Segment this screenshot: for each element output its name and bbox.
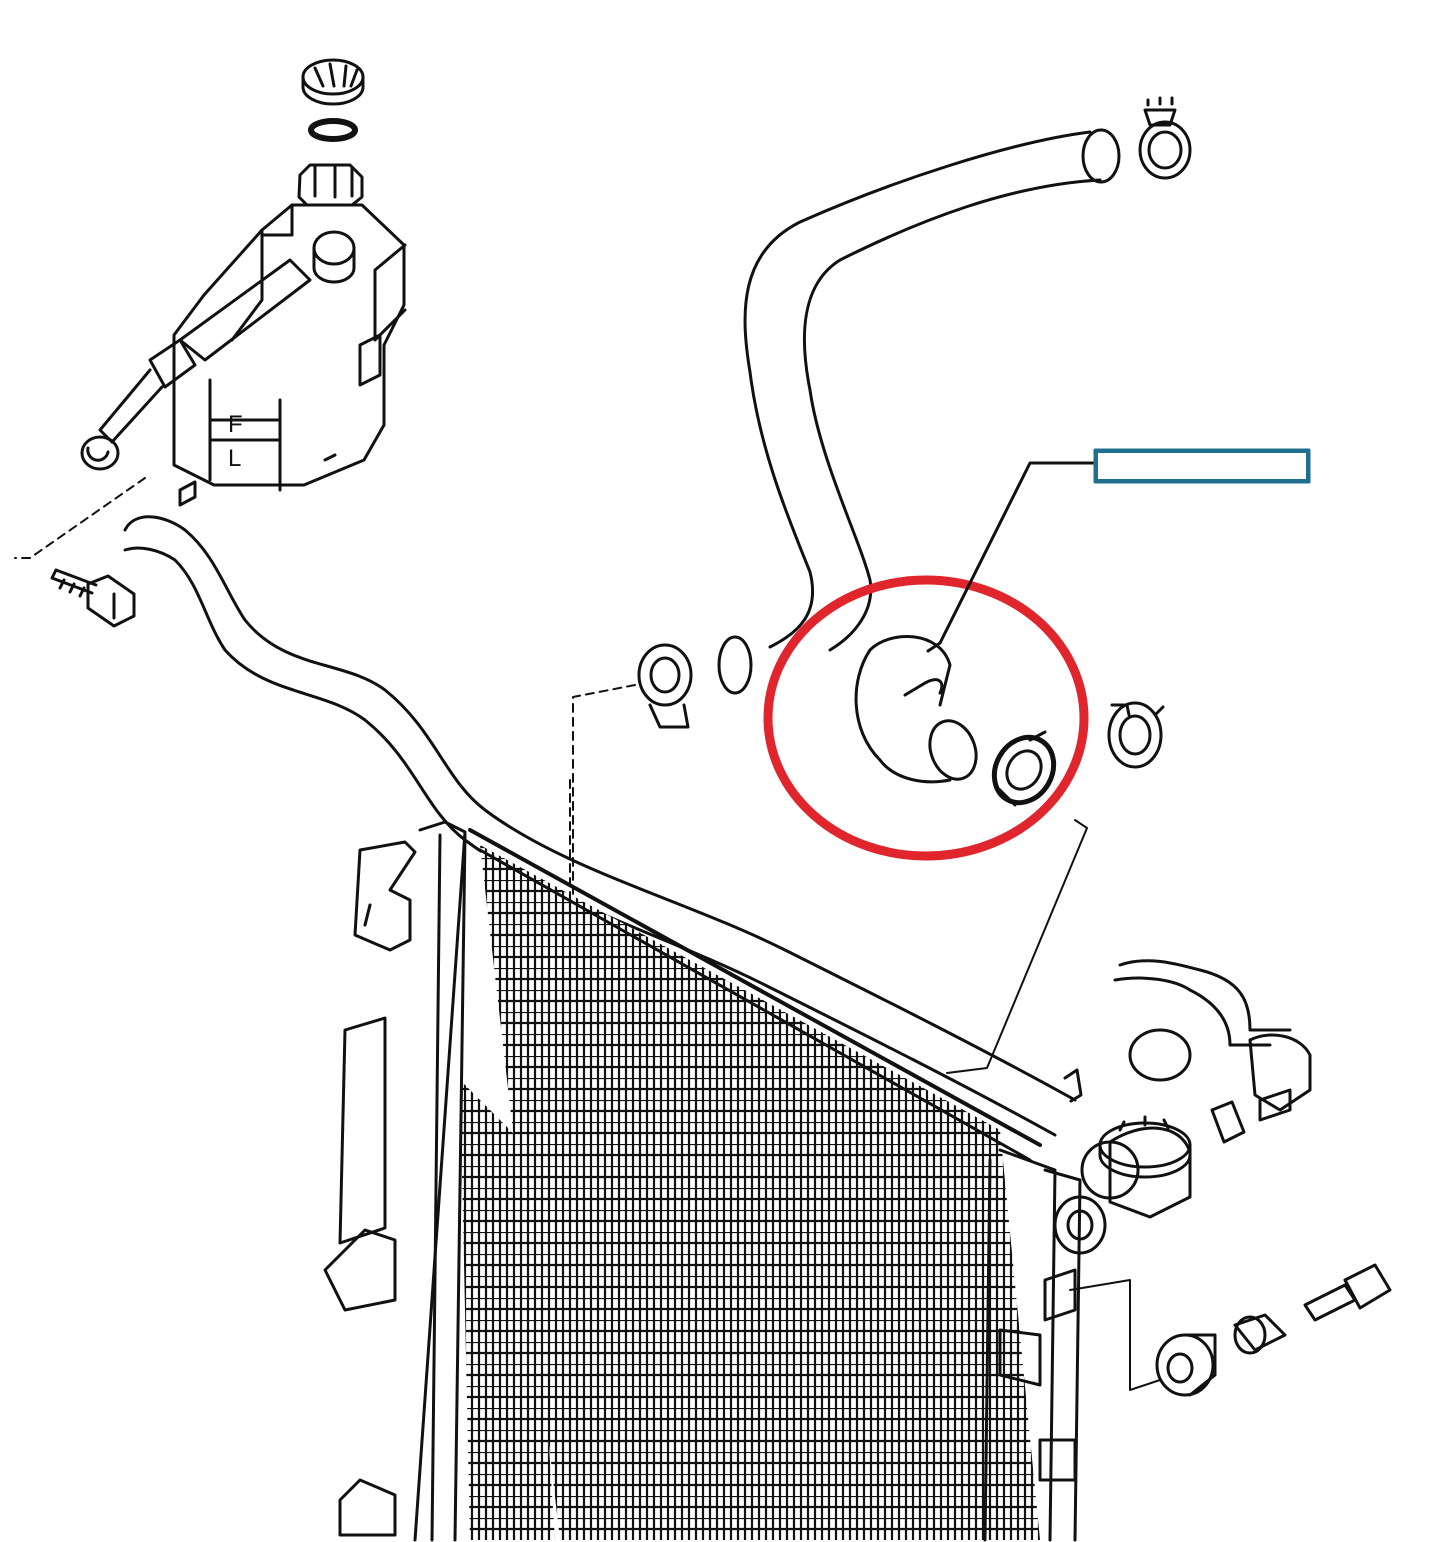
radiator-upper-hose <box>717 128 1121 695</box>
drain-cock <box>1113 959 1312 1144</box>
reservoir-cap <box>301 58 365 106</box>
reservoir-overflow-hose <box>123 515 1083 1137</box>
clamp-leader-line-right <box>946 819 1088 1074</box>
hose-clamp-right <box>1107 701 1165 769</box>
radiator-right-tank <box>983 1148 1082 1542</box>
part-number-callout <box>1095 450 1309 482</box>
hose-clamp-left <box>637 643 693 729</box>
radiator-support-cushion <box>1155 1263 1392 1397</box>
radiator-elbow-hose <box>854 635 978 784</box>
radiator-core <box>460 828 1042 1540</box>
clamp-leader-line-left <box>572 684 636 1458</box>
elbow-hose-clamp <box>991 730 1057 807</box>
reservoir-mounting-bolt <box>50 568 136 628</box>
highlight-circle <box>763 575 1089 861</box>
coolant-reservoir-tank <box>80 163 407 507</box>
radiator-cap <box>1098 1115 1192 1179</box>
tank-mark-low: L <box>228 445 241 472</box>
radiator-filler-neck <box>1053 1126 1192 1255</box>
tank-mark-full: F <box>228 411 243 438</box>
upper-hose-clamp-top <box>1138 96 1192 180</box>
reservoir-cap-gasket <box>308 118 358 142</box>
radiator-left-tank <box>323 820 467 1542</box>
cushion-leader-line <box>1069 1279 1161 1391</box>
bolt-leader-line <box>14 477 146 559</box>
callout-leader-line <box>926 461 1097 653</box>
